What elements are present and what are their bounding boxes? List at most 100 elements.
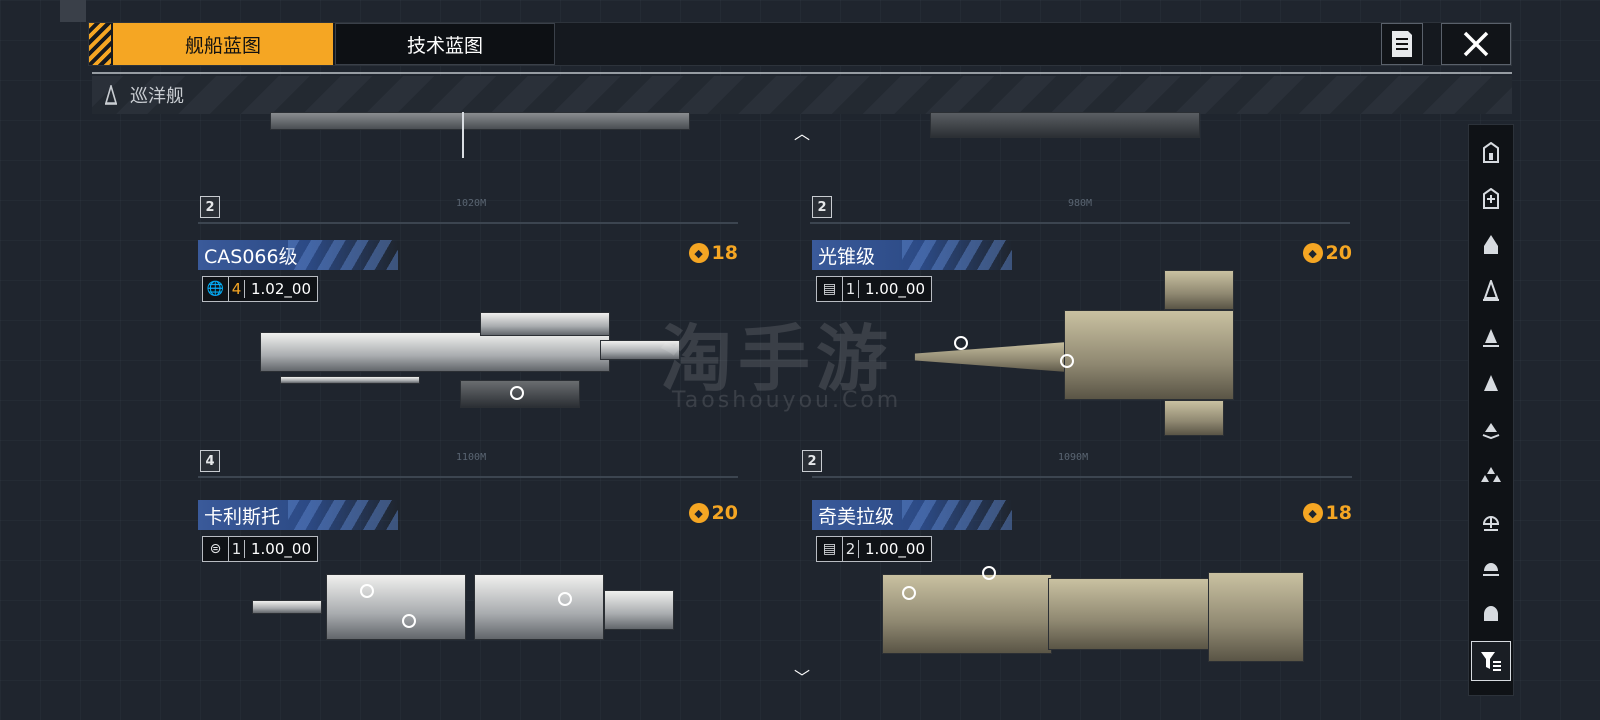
ship-value: 1.02_00 [251,280,311,298]
weapon-node[interactable] [360,584,374,598]
close-button[interactable] [1441,23,1511,65]
ship-level: 4 [229,280,245,298]
ship-card-chimera[interactable]: 奇美拉级 ◆ 18 ▤ 2 1.00_00 [812,500,1352,720]
scale-line [812,476,1352,478]
scale-line [198,222,738,224]
ship-level: 1 [843,280,859,298]
ship-stats: ⊜ 1 1.00_00 [202,536,318,562]
destroyer-class-icon [1483,329,1499,347]
ship-value: 1.00_00 [865,540,925,558]
ship-name: CAS066级 [198,240,398,270]
ship-card-guangzhui[interactable]: 光锥级 ◆ 20 ▤ 1 1.00_00 2 1090M [802,240,1352,480]
badge-icon: ⊜ [203,537,229,561]
watermark-title: 淘手游 [660,317,895,401]
scroll-up-icon[interactable]: ︿ [793,124,810,143]
weapon-node[interactable] [902,586,916,600]
cost-coin-icon: ◆ [1302,503,1323,523]
weapon-node[interactable] [402,614,416,628]
scale-label: 1090M [1058,452,1089,463]
category-bar: 巡洋舰 [92,76,1512,114]
scale-line [198,476,738,478]
scale-label: 980M [1068,198,1093,209]
filter-icon [1481,652,1501,671]
count-badge: 2 [200,196,220,218]
battleship-class-icon [1484,235,1498,254]
ship-stats: ▤ 1 1.00_00 [816,276,932,302]
filter-carrier[interactable] [1471,133,1511,173]
top-bar: 舰船蓝图 技术蓝图 [88,22,1512,66]
cost-coin-icon: ◆ [688,243,709,263]
filter-corvette[interactable] [1471,409,1511,449]
count-badge: 4 [200,450,220,472]
scale-label: 1100M [456,452,487,463]
weapon-node[interactable] [982,566,996,580]
category-label: 巡洋舰 [130,86,184,107]
partial-ship-right[interactable] [930,112,1200,142]
filter-button[interactable] [1471,641,1511,681]
hazard-stripe [89,23,111,65]
filter-fighter[interactable] [1471,455,1511,495]
ship-cost: ◆ 20 [688,502,738,524]
cruiser-class-icon [1483,280,1499,301]
ship-level: 2 [843,540,859,558]
header-divider [92,72,1512,74]
ship-name: 奇美拉级 [812,500,1012,530]
filter-cruiser[interactable] [1471,271,1511,311]
scale-line [810,222,1350,224]
cruiser-icon [104,85,118,105]
weapon-node[interactable] [1060,354,1074,368]
ship-card-callisto[interactable]: 卡利斯托 ◆ 20 ⊜ 1 1.00_00 [198,500,738,720]
scale-label: 1020M [456,198,487,209]
filter-add[interactable] [1471,179,1511,219]
ship-cost: ◆ 18 [1302,502,1352,524]
fighter-class-icon [1481,467,1501,482]
ship-card-cas066[interactable]: CAS066级 ◆ 18 🌐 4 1.02_00 4 1100M [198,240,738,480]
ship-name: 光锥级 [812,240,1012,270]
shield-class-icon [1484,606,1498,621]
ship-model [868,564,1308,664]
class-filter-sidebar [1468,124,1514,696]
weapon-node[interactable] [954,336,968,350]
support-class-icon [1482,516,1500,531]
close-icon [1463,31,1489,57]
leader-line [462,112,464,158]
ship-cost: ◆ 20 [1302,242,1352,264]
document-icon [1392,31,1412,57]
scroll-down-icon[interactable]: ﹀ [793,668,810,687]
tab-tech-blueprint[interactable]: 技术蓝图 [335,23,555,65]
tab-ship-blueprint[interactable]: 舰船蓝图 [113,23,333,65]
frigate-class-icon [1484,375,1498,391]
ship-value: 1.00_00 [251,540,311,558]
ship-level: 1 [229,540,245,558]
ship-value: 1.00_00 [865,280,925,298]
filter-dome[interactable] [1471,547,1511,587]
filter-battleship[interactable] [1471,225,1511,265]
filter-destroyer[interactable] [1471,317,1511,357]
corvette-class-icon [1482,423,1500,440]
module-icon: ▤ [817,537,843,561]
cost-value: 20 [711,502,738,524]
dome-class-icon [1483,563,1499,576]
globe-icon: 🌐 [203,277,229,301]
module-icon: ▤ [817,277,843,301]
weapon-node[interactable] [510,386,524,400]
filter-support[interactable] [1471,501,1511,541]
carrier-class-icon [1483,142,1499,163]
cost-value: 20 [1325,242,1352,264]
cost-coin-icon: ◆ [688,503,709,523]
ship-cost: ◆ 18 [688,242,738,264]
cost-value: 18 [1325,502,1352,524]
add-class-icon [1483,188,1499,209]
partial-ship-left[interactable] [270,112,690,142]
weapon-node[interactable] [558,592,572,606]
count-badge: 2 [802,450,822,472]
ship-model [914,270,1244,440]
corner-marker [60,0,86,22]
document-button[interactable] [1381,23,1423,65]
filter-frigate[interactable] [1471,363,1511,403]
ship-stats: ▤ 2 1.00_00 [816,536,932,562]
filter-shield[interactable] [1471,593,1511,633]
cost-coin-icon: ◆ [1302,243,1323,263]
watermark-subtitle: Taoshouyou.Com [672,388,902,413]
ship-stats: 🌐 4 1.02_00 [202,276,318,302]
